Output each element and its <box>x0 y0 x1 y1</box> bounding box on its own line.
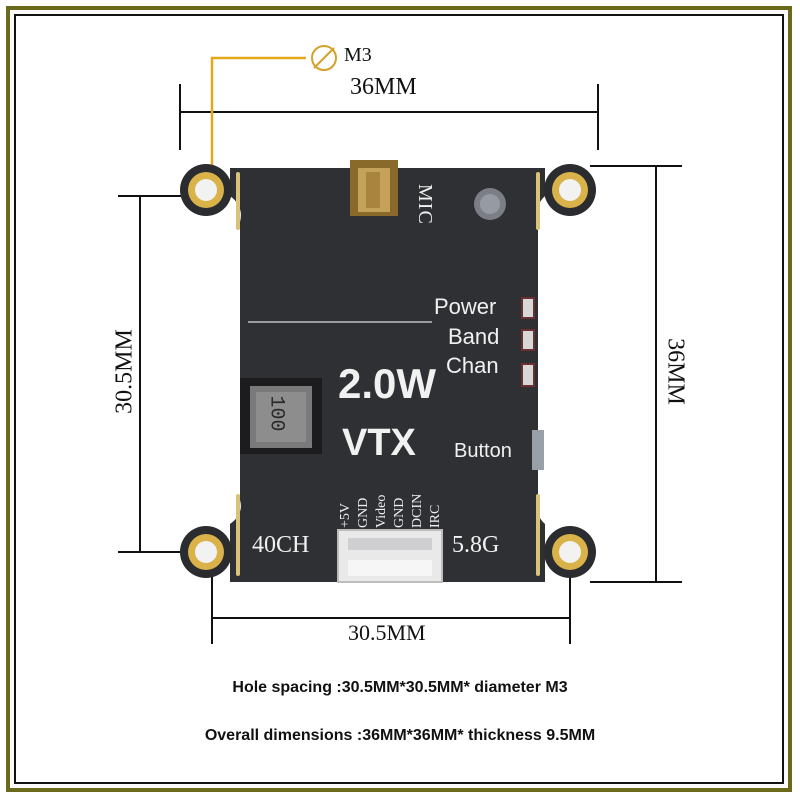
channel-count: 40CH <box>252 532 310 558</box>
mounting-holes <box>180 164 596 578</box>
hole-top-right <box>544 164 596 216</box>
pcb-board <box>230 168 545 582</box>
hole-top-left <box>180 164 232 216</box>
frequency-label: 5.8G <box>452 532 500 558</box>
button-label: Button <box>454 440 512 462</box>
pin-label: +5V <box>338 502 353 528</box>
hole-bottom-right <box>544 526 596 578</box>
m3-leader-line <box>210 56 306 186</box>
right-height-label: 36MM <box>662 338 689 405</box>
hole-bottom-left <box>180 526 232 578</box>
overall-dimensions-caption: Overall dimensions :36MM*36MM* thickness… <box>204 727 596 744</box>
led-label-band: Band <box>448 324 500 349</box>
inductor-marking: 100 <box>264 395 288 432</box>
edge-pads <box>236 172 540 576</box>
status-leds <box>521 297 535 387</box>
button-icon <box>532 430 544 470</box>
diameter-icon <box>311 45 337 71</box>
screw-size-label: M3 <box>344 44 372 66</box>
pin-label: DCIN <box>410 493 425 528</box>
led-label-chan: Chan <box>446 353 499 378</box>
left-height-label: 30.5MM <box>111 329 138 414</box>
inductor <box>240 378 322 454</box>
pin-label: GND <box>392 497 407 528</box>
pin-connector <box>337 529 443 583</box>
vtx-label: VTX <box>342 422 416 464</box>
mic-label: MIC <box>414 184 436 225</box>
antenna-connector <box>350 160 398 216</box>
pin-label: GND <box>356 497 371 528</box>
power-rating: 2.0W <box>338 360 437 407</box>
pin-label: Video <box>374 494 389 528</box>
led-label-power: Power <box>434 294 497 319</box>
bottom-width-label: 30.5MM <box>348 620 426 645</box>
top-width-label: 36MM <box>350 74 417 100</box>
diameter-slash <box>313 47 335 69</box>
hole-spacing-caption: Hole spacing :30.5MM*30.5MM* diameter M3 <box>232 679 568 696</box>
pin-label: IRC <box>428 504 443 528</box>
